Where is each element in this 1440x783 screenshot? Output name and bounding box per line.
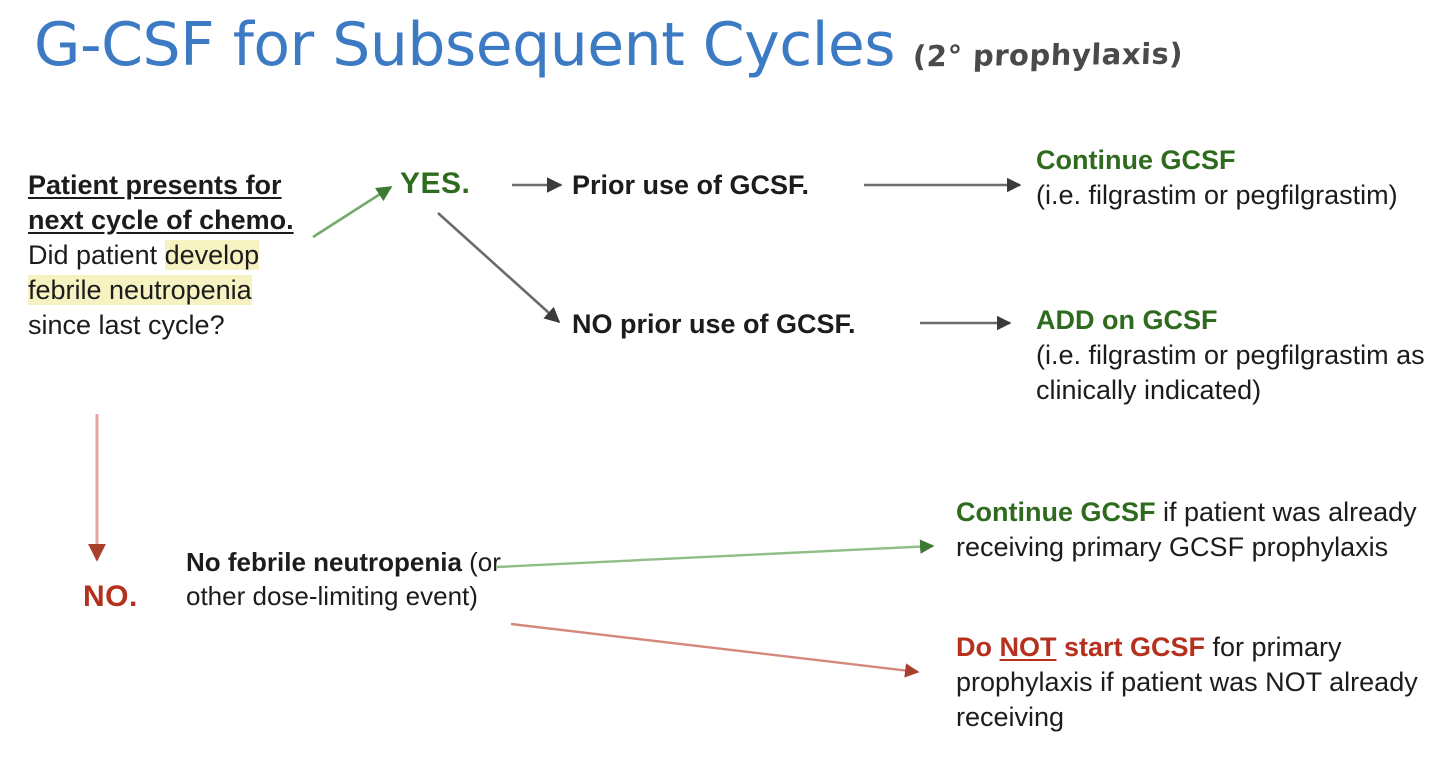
do-not-start-emphasis-pre: Do: [956, 632, 1000, 662]
continue-primary-detail: if patient was already receiving primary…: [956, 497, 1417, 563]
continue-primary-emphasis: Continue GCSF: [956, 497, 1156, 527]
slide-title: G-CSF for Subsequent Cycles (2° prophyla…: [34, 10, 1184, 80]
node-no-prior-use-of-gcsf: NO prior use of GCSF.: [572, 309, 856, 339]
node-patient-presents: Patient presents for next cycle of chemo…: [28, 168, 318, 343]
patient-heading: Patient presents for next cycle of chemo…: [28, 170, 294, 236]
continue-gcsf-emphasis: Continue GCSF: [1036, 145, 1236, 175]
continue-gcsf-detail: (i.e. filgrastim or pegfilgrastim): [1036, 180, 1398, 211]
no-febrile-detail: (or other dose-limiting event): [186, 547, 501, 611]
patient-question: Did patient develop febrile neutropenia …: [28, 238, 318, 343]
arrow-start-to-yes: [312, 185, 393, 239]
node-no-febrile-neutropenia: No febrile neutropenia (or other dose-li…: [186, 546, 516, 614]
outcome-continue-gcsf-primary: Continue GCSF if patient was already rec…: [956, 495, 1426, 565]
outcome-do-not-start-gcsf: Do NOT start GCSF for primary prophylaxi…: [956, 630, 1434, 735]
no-febrile-emphasis: No febrile neutropenia: [186, 547, 462, 577]
do-not-start-detail: for primary prophylaxis if patient was N…: [956, 632, 1418, 733]
branch-label-yes: YES.: [400, 167, 471, 200]
page-title: G-CSF for Subsequent Cycles: [34, 10, 896, 80]
add-gcsf-detail: (i.e. filgrastim or pegfilgrastim as cli…: [1036, 340, 1425, 406]
node-prior-use-of-gcsf: Prior use of GCSF.: [572, 170, 810, 200]
arrow-nofn-to-continue-primary: [496, 539, 935, 569]
add-gcsf-emphasis: ADD on GCSF: [1036, 305, 1218, 335]
outcome-continue-gcsf: Continue GCSF (i.e. filgrastim or pegfil…: [1036, 143, 1434, 213]
question-pre: Did patient: [28, 240, 165, 271]
outcome-add-on-gcsf: ADD on GCSF (i.e. filgrastim or pegfilgr…: [1036, 303, 1434, 408]
do-not-start-emphasis-post: start GCSF: [1056, 632, 1206, 662]
question-post: since last cycle?: [28, 310, 225, 341]
arrow-nofn-to-do-not-start: [510, 622, 920, 678]
arrow-yes-to-no-prior-use: [437, 212, 561, 324]
branch-label-no: NO.: [83, 580, 138, 613]
title-annotation: (2° prophylaxis): [912, 36, 1184, 74]
do-not-start-emphasis-not: NOT: [999, 632, 1057, 662]
